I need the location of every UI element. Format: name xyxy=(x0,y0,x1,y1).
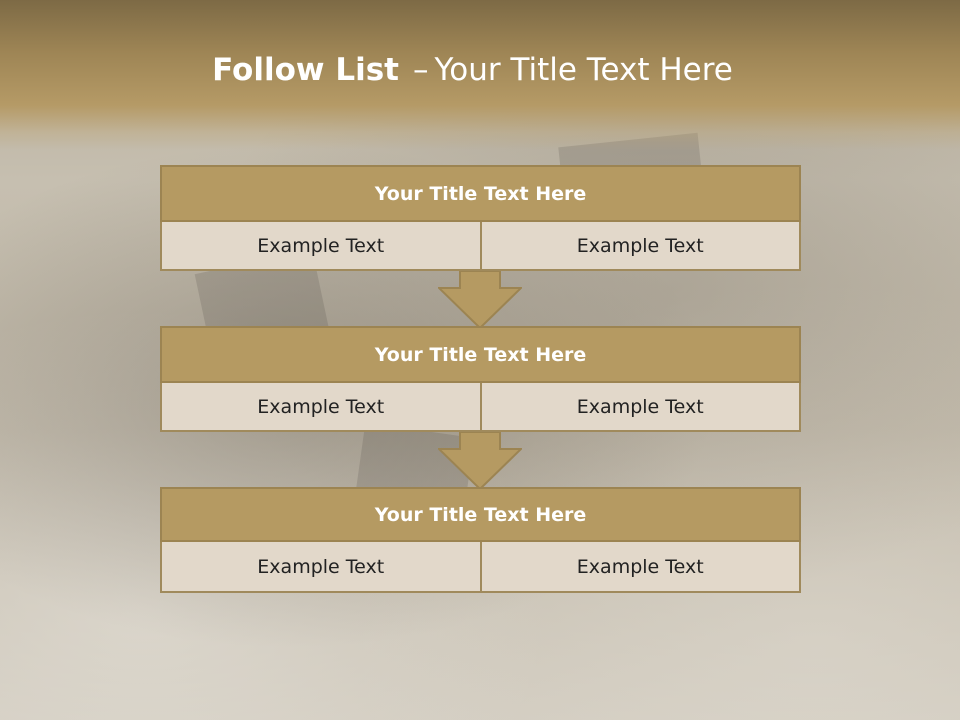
step-title: Your Title Text Here xyxy=(160,326,801,383)
step-left-cell: Example Text xyxy=(160,542,482,593)
down-arrow-icon xyxy=(438,270,522,330)
step-block-1: Your Title Text Here Example Text Exampl… xyxy=(160,165,801,271)
step-row: Example Text Example Text xyxy=(160,222,801,271)
step-left-cell: Example Text xyxy=(160,222,482,271)
step-row: Example Text Example Text xyxy=(160,542,801,593)
title-rest: Your Title Text Here xyxy=(434,52,733,88)
step-right-cell: Example Text xyxy=(481,542,801,593)
step-left-cell: Example Text xyxy=(160,383,482,432)
step-block-2: Your Title Text Here Example Text Exampl… xyxy=(160,326,801,432)
down-arrow-icon xyxy=(438,431,522,491)
header-band xyxy=(0,0,960,150)
step-right-cell: Example Text xyxy=(481,383,801,432)
step-title: Your Title Text Here xyxy=(160,165,801,222)
slide-title: Follow List–Your Title Text Here xyxy=(0,52,945,88)
title-bold: Follow List xyxy=(212,52,399,88)
title-separator: – xyxy=(412,52,429,88)
step-row: Example Text Example Text xyxy=(160,383,801,432)
step-block-3: Your Title Text Here Example Text Exampl… xyxy=(160,487,801,593)
step-right-cell: Example Text xyxy=(481,222,801,271)
step-title: Your Title Text Here xyxy=(160,487,801,542)
